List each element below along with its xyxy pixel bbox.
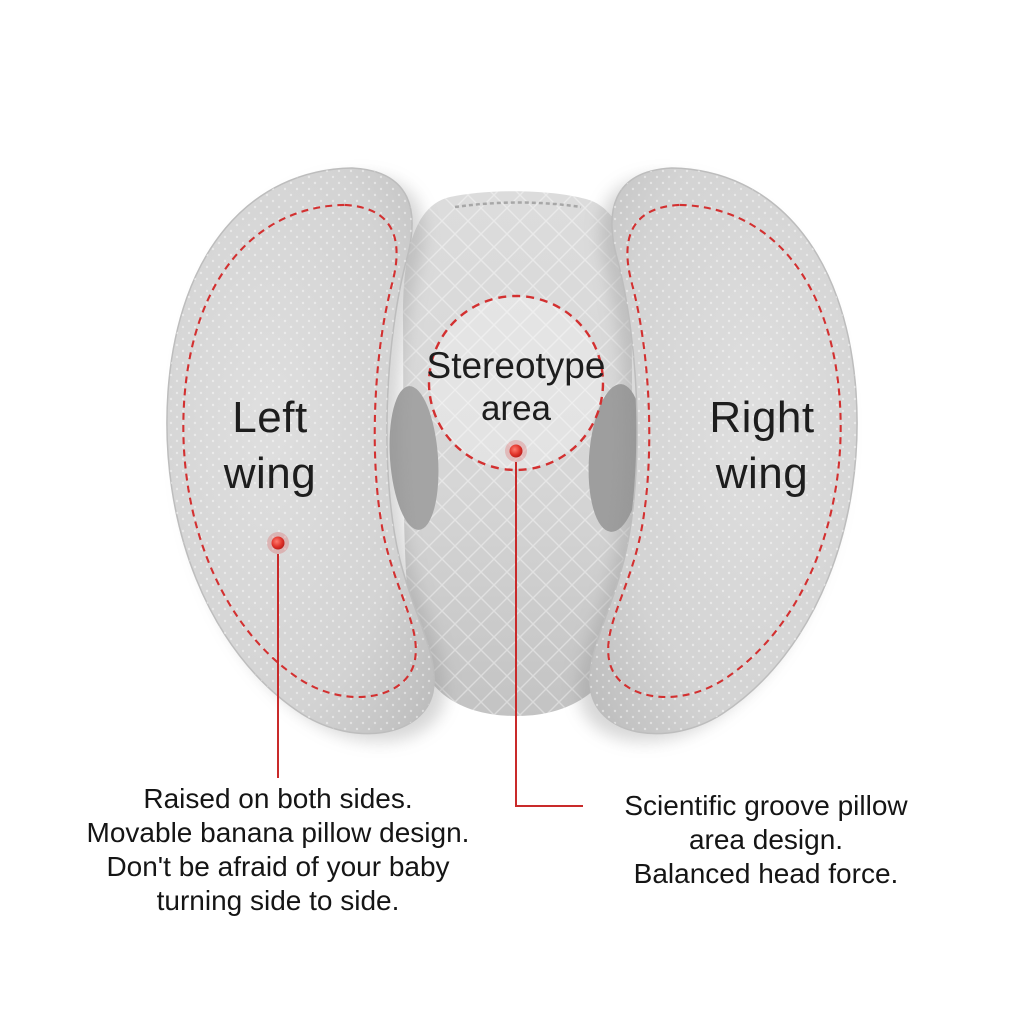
right-wing-shape bbox=[589, 167, 858, 735]
left-wing-label-line2: wing bbox=[223, 449, 317, 498]
right-wing-label-line1: Right bbox=[709, 393, 815, 442]
right-callout-line2: area design. bbox=[688, 824, 844, 855]
right-callout-line1: Scientific groove pillow bbox=[624, 790, 908, 821]
right-wing-label: Right wing bbox=[642, 390, 882, 502]
left-callout-line3: Don't be afraid of your baby bbox=[106, 851, 450, 882]
stereotype-area-label: Stereotype area bbox=[406, 344, 626, 430]
left-connector-tab bbox=[389, 386, 439, 530]
stereotype-label-line1: Stereotype bbox=[426, 345, 606, 386]
right-wing-label-line2: wing bbox=[715, 449, 809, 498]
left-callout-line4: turning side to side. bbox=[156, 885, 400, 916]
top-seam-line bbox=[454, 201, 582, 209]
right-wing-dashed-outline bbox=[607, 203, 842, 699]
stereotype-label-line2: area bbox=[480, 389, 552, 428]
stereotype-area-dashed-circle bbox=[427, 294, 605, 472]
right-marker-dot bbox=[505, 440, 527, 462]
right-callout-text: Scientific groove pillow area design. Ba… bbox=[580, 789, 952, 891]
left-callout-text: Raised on both sides. Movable banana pil… bbox=[48, 782, 508, 918]
left-callout-line2: Movable banana pillow design. bbox=[86, 817, 470, 848]
right-callout-line3: Balanced head force. bbox=[633, 858, 899, 889]
right-leader-line bbox=[515, 462, 583, 807]
left-marker-dot bbox=[267, 532, 289, 554]
left-wing-dashed-outline bbox=[182, 203, 417, 699]
left-wing-shape bbox=[166, 167, 435, 735]
stereotype-area-highlight bbox=[430, 297, 602, 469]
left-callout-line1: Raised on both sides. bbox=[143, 783, 413, 814]
left-wing-label-line1: Left bbox=[232, 393, 308, 442]
left-wing-label: Left wing bbox=[150, 390, 390, 502]
